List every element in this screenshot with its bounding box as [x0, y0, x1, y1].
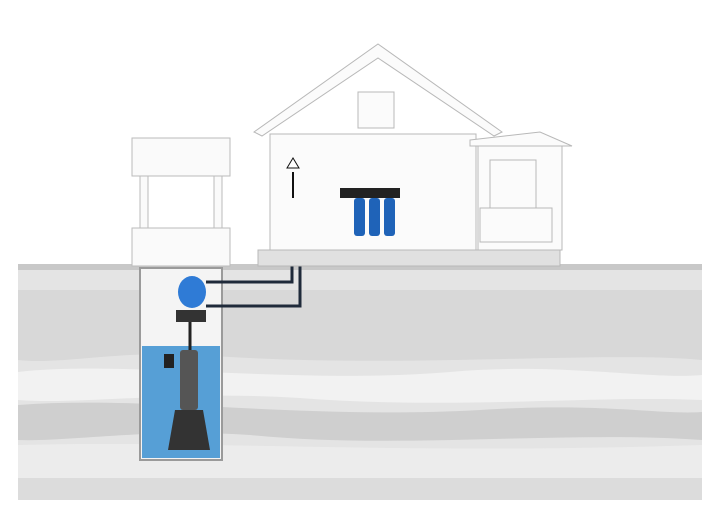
- float-switch: [164, 354, 174, 368]
- pump-base: [168, 410, 210, 450]
- ground-surface: [18, 264, 702, 270]
- water-filter-system: [340, 188, 400, 236]
- house: [253, 43, 573, 267]
- pressure-switch: [176, 310, 206, 322]
- warning-sign-icon: [286, 157, 300, 198]
- pressure-tank: [178, 276, 206, 308]
- soil-layer-1: [18, 290, 702, 362]
- soil-layer-4: [18, 443, 702, 478]
- wellhouse: [131, 137, 231, 267]
- submersible-pump: [180, 350, 198, 410]
- gravel-layer: [18, 478, 702, 500]
